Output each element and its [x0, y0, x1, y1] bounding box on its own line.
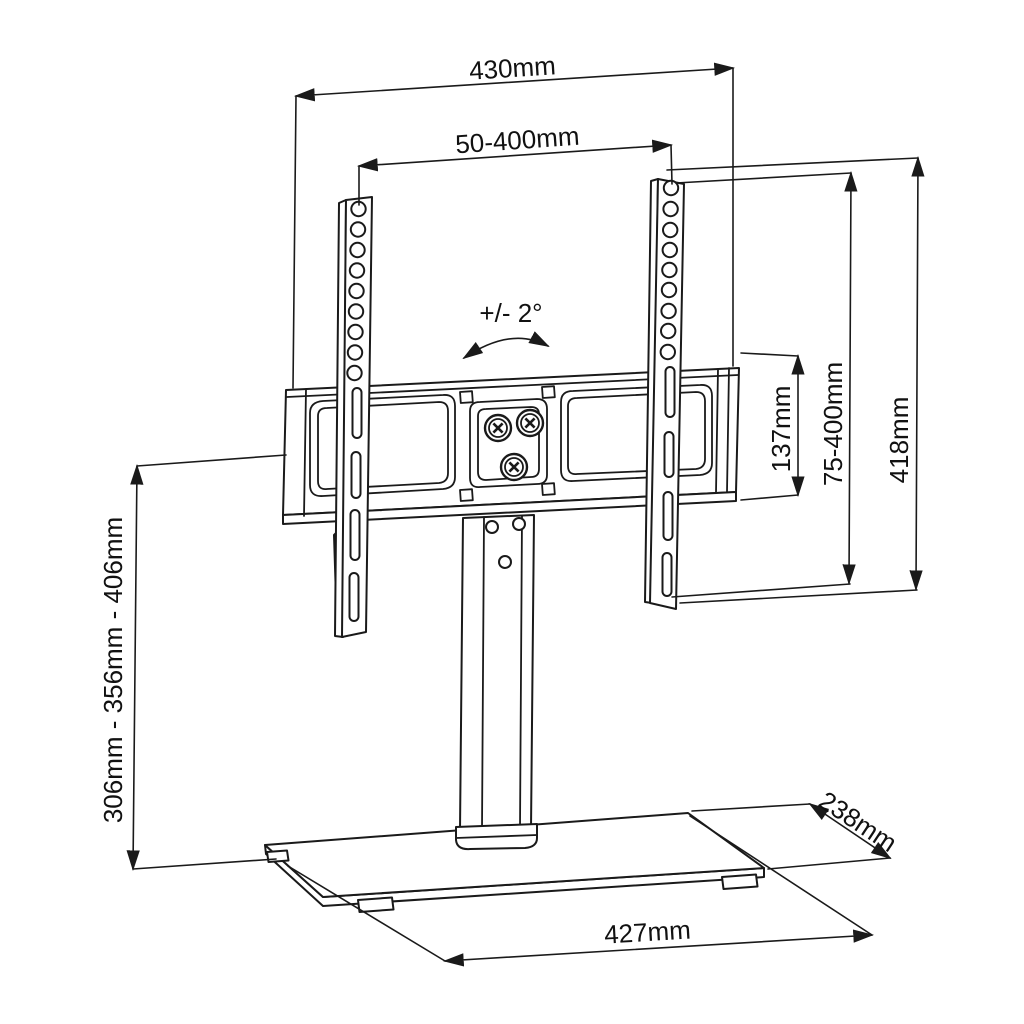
dimension-bracket-height [740, 352, 805, 501]
dimension-height-adjustment [126, 454, 287, 872]
swivel-arc-arrow [462, 331, 550, 360]
column-hole-1 [485, 520, 499, 534]
bracket-right-window-inner [567, 391, 706, 475]
base-foot-front-right [721, 873, 759, 890]
column-profile-line-right [519, 515, 523, 830]
base-width-label: 427mm [603, 914, 691, 949]
square-hole-top-right [541, 385, 556, 399]
bracket-right-cap-line-inner [715, 368, 719, 494]
bracket-center-boss-outer [469, 398, 548, 488]
left-vesa-rail [333, 196, 373, 638]
column-collar-line [455, 834, 538, 839]
rail-height-label: 418mm [884, 397, 914, 484]
bracket-square-holes [459, 385, 556, 502]
base-foot-front-left [357, 896, 395, 913]
dimension-base-width [287, 815, 875, 967]
column-hole-2 [512, 517, 526, 531]
square-hole-top-left [459, 390, 474, 404]
right-vesa-rail [644, 178, 685, 610]
column-shaft [459, 514, 535, 831]
base-depth-label: 238mm [814, 785, 903, 858]
vesa-height-label: 75-400mm [818, 362, 848, 486]
bracket-width-label: 430mm [468, 50, 556, 85]
dimension-vesa-height [671, 170, 858, 598]
screw-2-cross-icon [524, 417, 536, 429]
base-top-face [264, 812, 765, 898]
column-profile-line-left [481, 516, 485, 830]
screw-1-cross-icon [492, 422, 504, 434]
bracket-bottom-flange [282, 491, 737, 525]
bracket-left-window-inner [317, 401, 449, 490]
swivel-range-label: +/- 2° [479, 298, 542, 328]
height-adjustment-label: 306mm - 356mm - 406mm [98, 517, 128, 823]
bracket-left-cap-line [303, 388, 307, 517]
right-rail-holes [659, 179, 680, 361]
column-hole-3 [498, 555, 512, 569]
bracket-screws [483, 408, 545, 482]
vesa-width-label: 50-400mm [454, 121, 580, 160]
square-hole-bottom-left [459, 488, 474, 502]
left-rail-holes [346, 200, 367, 382]
stand-column [455, 514, 538, 851]
square-hole-bottom-right [541, 482, 556, 496]
base-foot-rear-left [266, 849, 290, 863]
bracket-right-cap-line-outer [726, 367, 730, 493]
bracket-left-window-outer [309, 394, 456, 497]
screw-3-cross-icon [508, 461, 520, 473]
dimension-bracket-width [292, 62, 736, 389]
bracket-center-boss-inner [477, 406, 540, 481]
right-rail-slots [661, 366, 676, 597]
dimension-labels: 430mm 50-400mm +/- 2° 137mm 75-400mm 418… [98, 50, 914, 949]
dimension-vesa-width [356, 139, 674, 206]
dimension-base-depth [691, 802, 892, 870]
dimension-rail-height [666, 155, 925, 604]
stand-base [264, 812, 765, 913]
left-rail-slots [348, 387, 363, 622]
dimension-lines [126, 62, 925, 967]
bracket-right-window-outer [560, 384, 713, 482]
bracket-height-label: 137mm [766, 386, 796, 473]
